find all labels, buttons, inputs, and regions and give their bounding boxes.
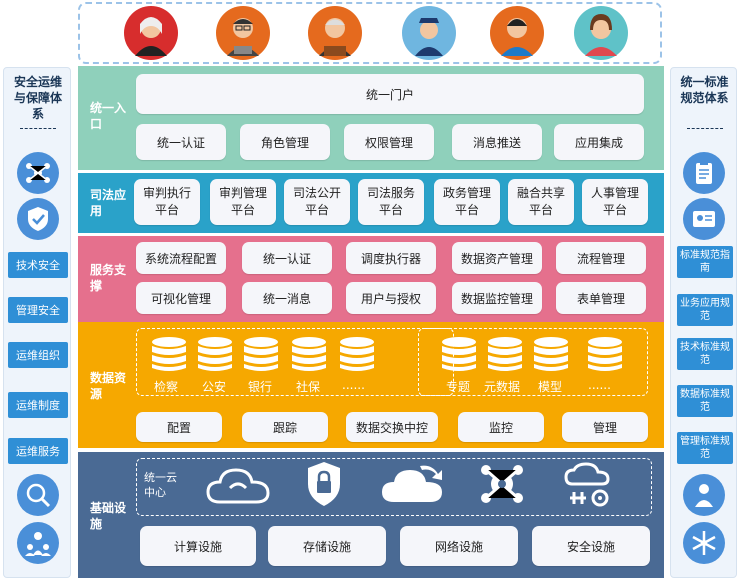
svc-data-asset-mgmt[interactable]: 数据资产管理: [452, 242, 542, 274]
judicial-app-layer: 司法应用 审判执行平台 审判管理平台 司法公开平台 司法服务平台 政务管理平台 …: [78, 173, 664, 233]
app-gov-mgmt-platform[interactable]: 政务管理平台: [434, 179, 500, 225]
database-icon: [152, 337, 186, 371]
right-btn-mgmt-standards[interactable]: 管理标准规范: [677, 432, 733, 464]
db-label-topic: 专题: [446, 380, 471, 394]
left-btn-mgmt-security[interactable]: 管理安全: [8, 297, 68, 323]
app-trial-mgmt-platform[interactable]: 审判管理平台: [210, 179, 276, 225]
db-label-metadata: 元数据: [484, 380, 521, 394]
database-icon: [534, 337, 568, 371]
db-label-police: 公安: [202, 380, 227, 394]
right-btn-tech-standards[interactable]: 技术标准规范: [677, 338, 733, 370]
entry-layer-label: 统一入口: [90, 101, 127, 131]
entry-role-mgmt[interactable]: 角色管理: [240, 124, 330, 160]
network-icon: [17, 152, 59, 194]
data-source-group-right: [418, 328, 648, 396]
cloud-center-group: [136, 458, 652, 516]
svc-form-mgmt[interactable]: 表单管理: [556, 282, 646, 314]
clerk-avatar-icon: [216, 6, 270, 60]
search-globe-icon: [17, 474, 59, 516]
infra-storage[interactable]: 存储设施: [268, 526, 386, 566]
security-lock-icon: [308, 462, 340, 506]
right-btn-business-app[interactable]: 业务应用规范: [677, 294, 733, 326]
unified-entry-layer: 统一入口 统一门户 统一认证 角色管理 权限管理 消息推送 应用集成: [78, 66, 664, 170]
person-icon: [683, 474, 725, 516]
database-icon: [198, 337, 232, 371]
svc-flow-config[interactable]: 系统流程配置: [136, 242, 226, 274]
left-btn-tech-security[interactable]: 技术安全: [8, 252, 68, 278]
operator-avatar-icon: [574, 6, 628, 60]
data-monitor[interactable]: 监控: [458, 412, 544, 442]
lawyer-avatar-icon: [308, 6, 362, 60]
unified-portal[interactable]: 统一门户: [136, 74, 644, 114]
infra-network[interactable]: 网络设施: [400, 526, 518, 566]
db-label-procuratorate: 检察: [154, 380, 179, 394]
right-panel-title: 统一标准规范体系: [680, 75, 729, 105]
snowflake-icon: [683, 522, 725, 564]
persona-strip: [78, 2, 662, 64]
left-btn-ops-service[interactable]: 运维服务: [8, 438, 68, 464]
data-layer-label: 数据资源: [90, 371, 127, 401]
entry-unified-auth[interactable]: 统一认证: [136, 124, 226, 160]
svc-visual-mgmt[interactable]: 可视化管理: [136, 282, 226, 314]
app-fusion-share-platform[interactable]: 融合共享平台: [508, 179, 574, 225]
app-trial-exec-platform[interactable]: 审判执行平台: [134, 179, 200, 225]
police-avatar-icon: [402, 6, 456, 60]
db-label-more-right: ......: [588, 378, 611, 392]
shield-icon: [17, 198, 59, 240]
network-node-icon: [481, 465, 523, 503]
database-icon: [442, 337, 476, 371]
db-label-model: 模型: [538, 380, 563, 394]
profile-card-icon: [683, 198, 725, 240]
cloud-sync-icon: [382, 465, 442, 502]
data-config[interactable]: 配置: [136, 412, 222, 442]
right-btn-data-standards[interactable]: 数据标准规范: [677, 385, 733, 417]
infra-compute[interactable]: 计算设施: [140, 526, 256, 566]
database-icon: [292, 337, 326, 371]
service-support-layer: 服务支撑 系统流程配置 统一认证 调度执行器 数据资产管理 流程管理 可视化管理…: [78, 236, 664, 322]
cloud-icon: [206, 468, 270, 504]
data-management[interactable]: 管理: [562, 412, 648, 442]
infrastructure-layer: 基础设施 统一云中心 计算设施 存储设施 网络设施 安全设施: [78, 452, 664, 578]
right-standards-panel: 统一标准规范体系 标准规范指南 业务应用规范 技术标准规范 数据标准规范 管理标…: [670, 67, 737, 578]
data-exchange-control[interactable]: 数据交换中控: [346, 412, 438, 442]
database-icon: [588, 337, 622, 371]
app-judicial-service-platform[interactable]: 司法服务平台: [358, 179, 424, 225]
service-layer-label: 服务支撑: [90, 263, 127, 293]
infra-layer-label: 基础设施: [90, 501, 127, 531]
svc-data-monitor-mgmt[interactable]: 数据监控管理: [452, 282, 542, 314]
database-icon: [488, 337, 522, 371]
app-hr-mgmt-platform[interactable]: 人事管理平台: [582, 179, 648, 225]
citizen-avatar-icon: [490, 6, 544, 60]
entry-message-push[interactable]: 消息推送: [452, 124, 542, 160]
left-support-panel: 安全运维与保障体系 技术安全 管理安全 运维组织 运维制度 运维服务: [3, 67, 71, 578]
entry-app-integration[interactable]: 应用集成: [554, 124, 644, 160]
db-label-more-left: ......: [342, 378, 365, 392]
database-icon: [244, 337, 278, 371]
entry-permission-mgmt[interactable]: 权限管理: [344, 124, 434, 160]
cloud-tools-icon: [564, 462, 610, 507]
svc-user-auth[interactable]: 用户与授权: [346, 282, 436, 314]
svc-unified-auth[interactable]: 统一认证: [242, 242, 332, 274]
cloud-center-label: 统一云中心: [144, 471, 177, 499]
left-btn-ops-org[interactable]: 运维组织: [8, 342, 68, 368]
infra-security[interactable]: 安全设施: [532, 526, 650, 566]
data-tracking[interactable]: 跟踪: [242, 412, 328, 442]
judge-avatar-icon: [124, 6, 178, 60]
right-panel-divider: [687, 128, 723, 129]
app-layer-label: 司法应用: [90, 188, 127, 218]
team-icon: [17, 522, 59, 564]
clipboard-icon: [683, 152, 725, 194]
svc-scheduler[interactable]: 调度执行器: [346, 242, 436, 274]
right-btn-standards-guide[interactable]: 标准规范指南: [677, 246, 733, 278]
svc-unified-message[interactable]: 统一消息: [242, 282, 332, 314]
db-label-social-security: 社保: [296, 380, 321, 394]
left-panel-divider: [20, 128, 56, 129]
app-judicial-open-platform[interactable]: 司法公开平台: [284, 179, 350, 225]
svc-process-mgmt[interactable]: 流程管理: [556, 242, 646, 274]
database-icon: [340, 337, 374, 371]
left-panel-title: 安全运维与保障体系: [13, 75, 62, 121]
left-btn-ops-policy[interactable]: 运维制度: [8, 392, 68, 418]
db-label-bank: 银行: [248, 380, 273, 394]
data-resource-layer: 数据资源 检察 公安 银行 社保 ...... 专题 元数据 模型 ......…: [78, 322, 664, 448]
